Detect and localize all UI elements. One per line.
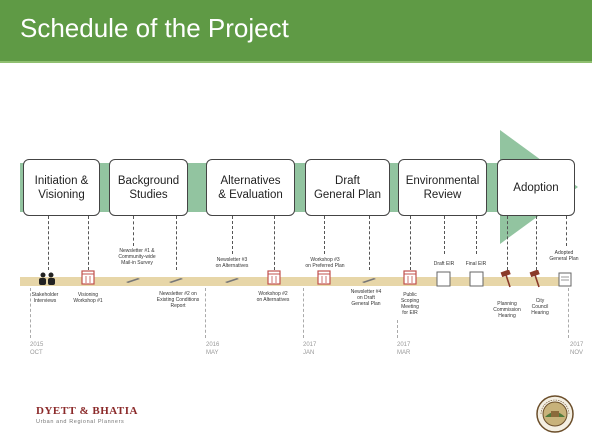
connector <box>369 216 370 270</box>
event-final-eir: Final EIR <box>465 261 487 267</box>
phase-draft-general-plan: Draft General Plan <box>305 159 390 216</box>
connector <box>536 216 537 270</box>
event-city-council-hearing: City Council Hearing <box>531 298 549 316</box>
meeting-icon <box>403 270 417 285</box>
connector <box>444 216 445 254</box>
plan-document-icon <box>558 272 572 287</box>
date-label: 2017 NOV <box>570 342 584 356</box>
date-label: 2016 MAY <box>206 342 220 356</box>
event-workshop-3: Workshop #3 on Preferred Plan <box>305 257 345 269</box>
connector <box>274 216 275 270</box>
phase-background-studies: Background Studies <box>109 159 188 216</box>
pen-icon <box>362 278 376 283</box>
document-icon <box>469 271 484 287</box>
date-label: 2017 JAN <box>303 342 317 356</box>
header-divider <box>0 61 592 63</box>
event-newsletter-4: Newsletter #4 on Draft General Plan <box>350 289 382 307</box>
event-newsletter-3: Newsletter #3 on Alternatives <box>215 257 249 269</box>
phase-environmental-review: Environmental Review <box>398 159 487 216</box>
document-icon <box>436 271 451 287</box>
event-planning-commission-hearing: Planning Commission Hearing <box>493 301 521 319</box>
gavel-icon <box>529 270 540 288</box>
meeting-icon <box>267 270 281 285</box>
connector <box>566 216 567 246</box>
connector <box>324 216 325 254</box>
connector <box>48 216 49 270</box>
connector <box>133 216 134 246</box>
connector <box>88 216 89 270</box>
meeting-icon <box>317 270 331 285</box>
phase-alternatives-evaluation: Alternatives & Evaluation <box>206 159 295 216</box>
phase-initiation-visioning: Initiation & Visioning <box>23 159 100 216</box>
timeline-band <box>20 277 568 286</box>
event-visioning-workshop-1: Visioning Workshop #1 <box>73 292 103 304</box>
event-workshop-2: Workshop #2 on Alternatives <box>256 291 290 303</box>
event-newsletter-1: Newsletter #1 & Community-wide Mail-in S… <box>118 248 156 266</box>
date-tick <box>303 288 304 338</box>
slide-header <box>0 0 592 61</box>
connector <box>232 216 233 254</box>
date-label: 2015 OCT <box>30 342 44 356</box>
city-seal-icon <box>536 395 574 433</box>
date-tick <box>568 288 569 338</box>
pen-icon <box>126 278 140 283</box>
event-draft-eir: Draft EIR <box>433 261 455 267</box>
event-adopted-general-plan: Adopted General Plan <box>549 250 579 262</box>
dyett-bhatia-logo: DYETT & BHATIA <box>36 405 138 417</box>
phase-adoption: Adoption <box>497 159 575 216</box>
connector <box>176 216 177 270</box>
date-label: 2017 MAR <box>397 342 411 356</box>
date-tick <box>397 320 398 338</box>
connector <box>507 216 508 270</box>
pen-icon <box>225 278 239 283</box>
date-tick <box>205 288 206 338</box>
gavel-icon <box>500 270 511 288</box>
event-public-scoping-meeting: Public Scoping Meeting for EIR <box>400 292 420 316</box>
event-stakeholder-interviews: Stakeholder Interviews <box>31 292 59 304</box>
connector <box>476 216 477 254</box>
logo-subtitle: Urban and Regional Planners <box>36 419 125 425</box>
slide-title: Schedule of the Project <box>20 13 289 43</box>
pen-icon <box>169 278 183 283</box>
meeting-icon <box>81 270 95 285</box>
event-newsletter-2: Newsletter #2 on Existing Conditions Rep… <box>156 291 200 309</box>
connector <box>410 216 411 270</box>
people-icon <box>39 272 55 285</box>
date-tick <box>30 288 31 338</box>
